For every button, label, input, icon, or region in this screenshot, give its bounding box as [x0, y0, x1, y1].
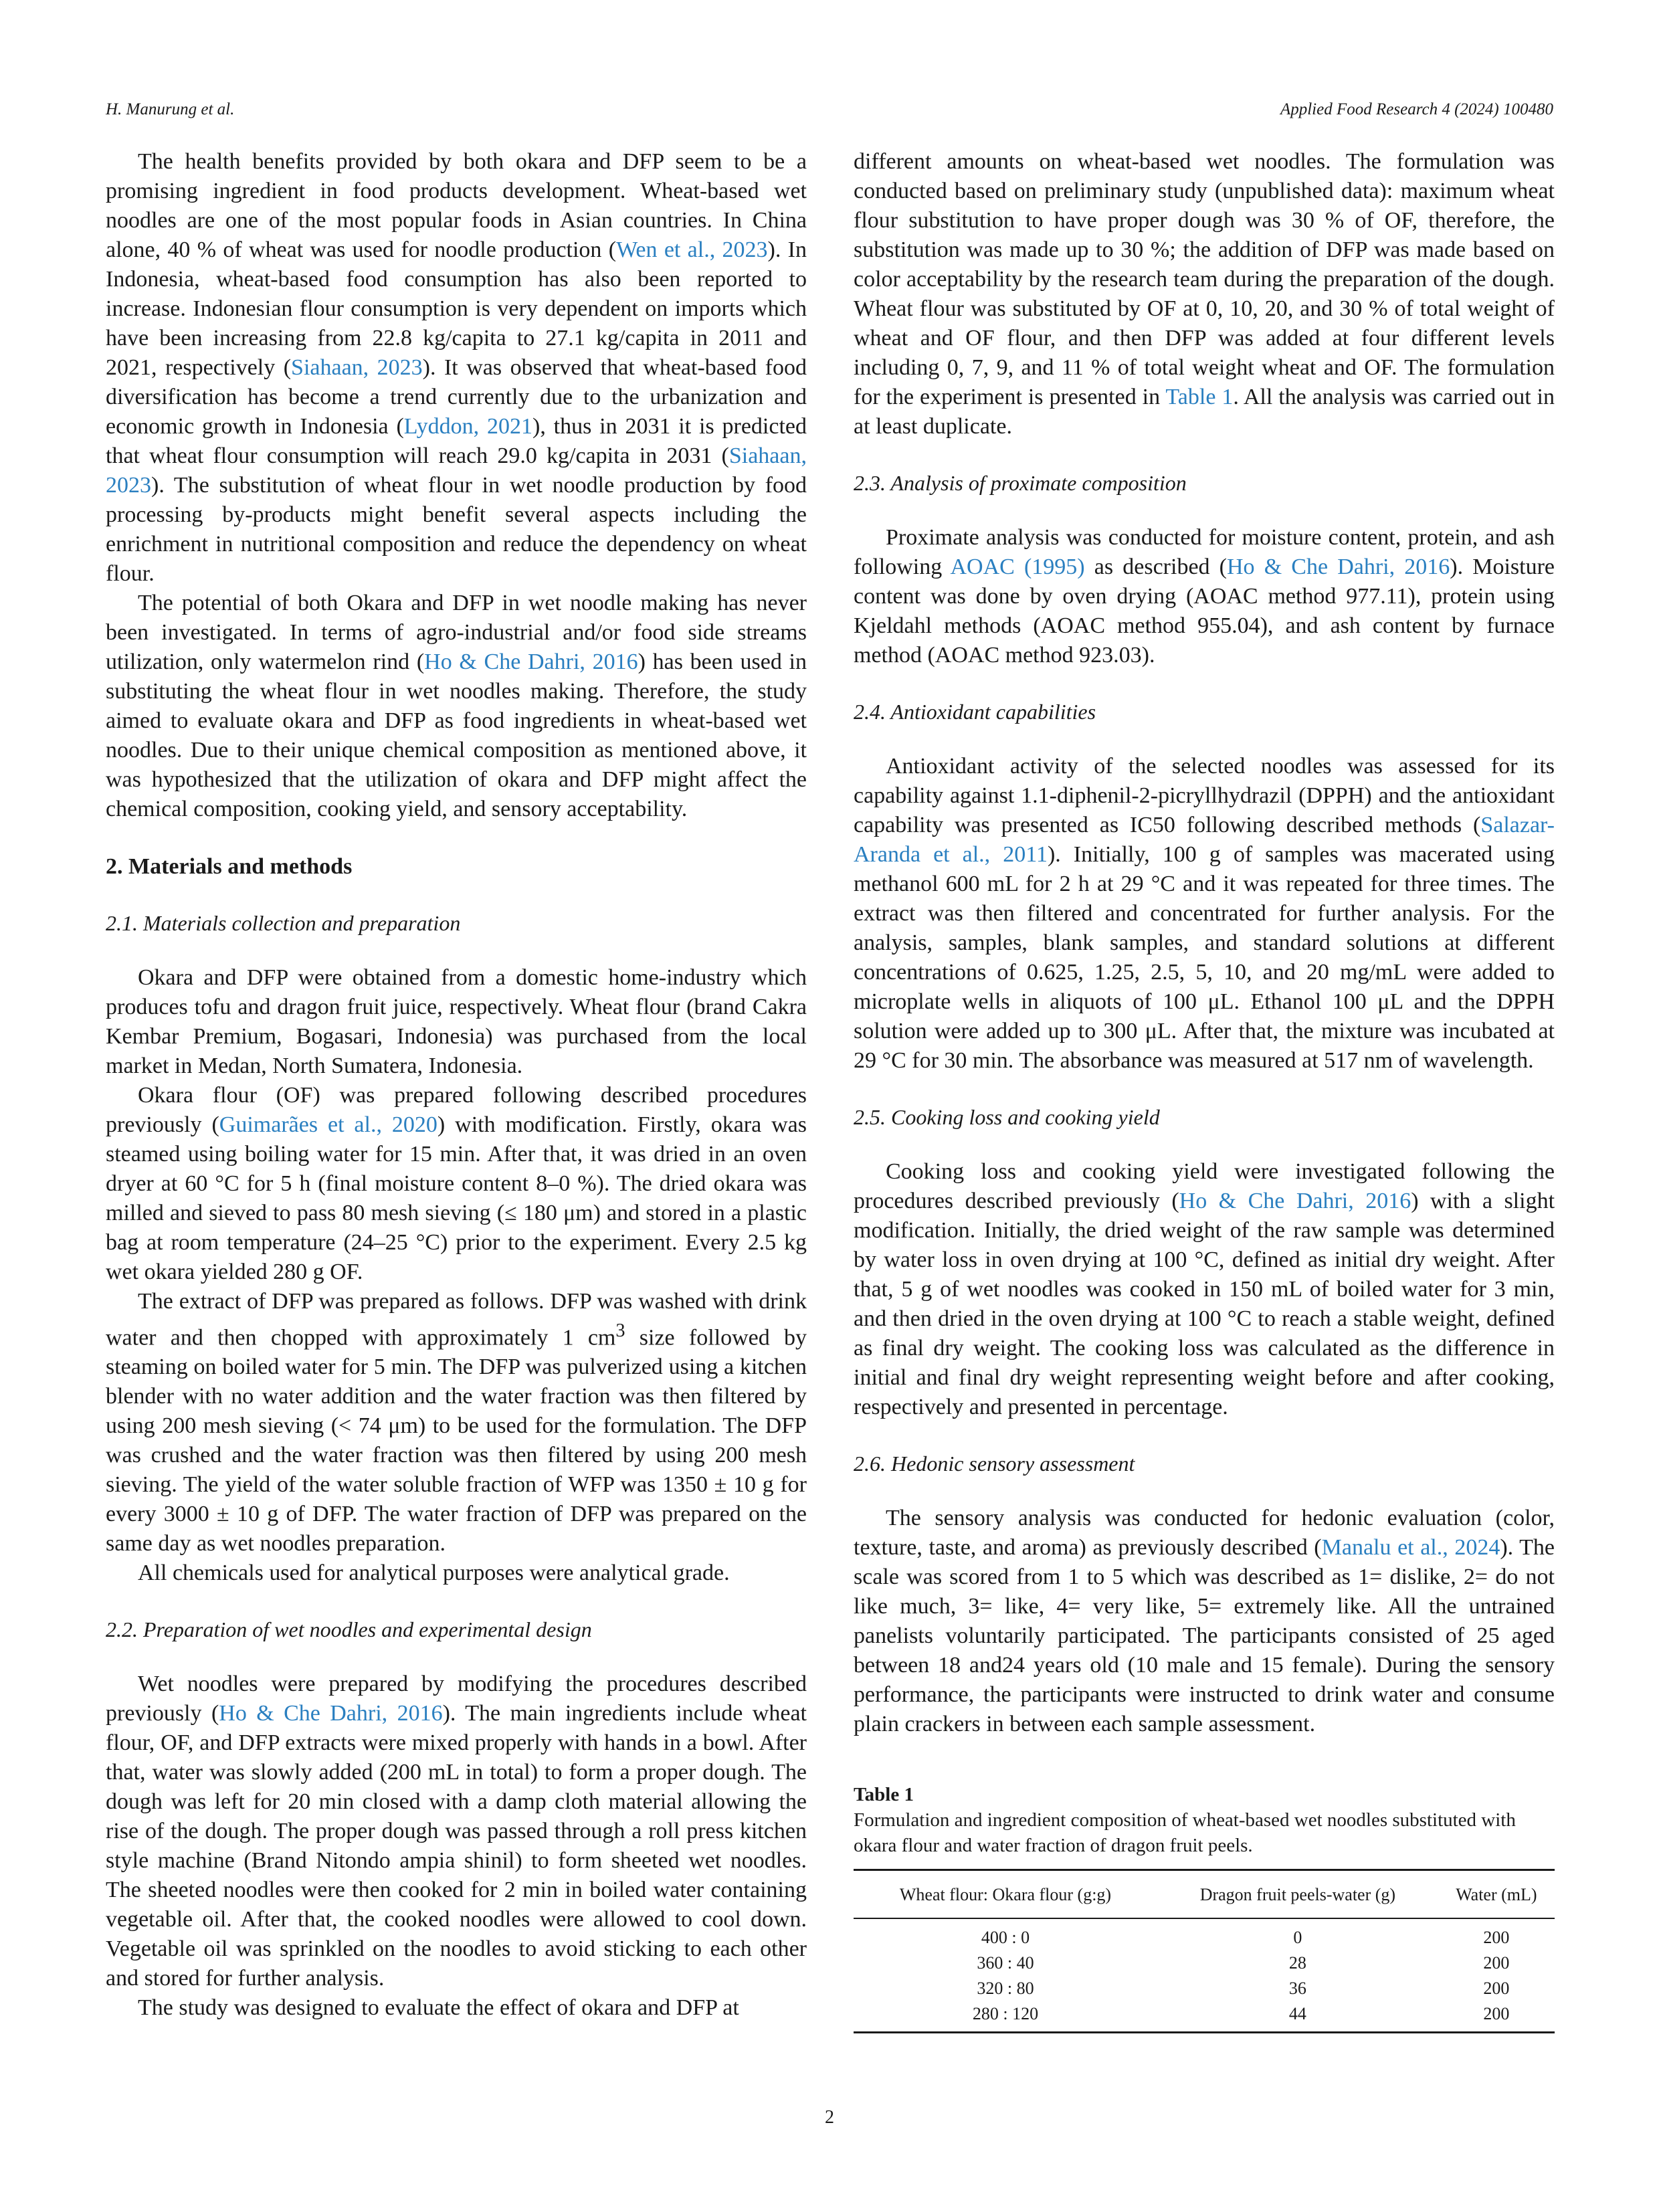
table-link[interactable]: Table 1 [1165, 385, 1234, 409]
citation-link[interactable]: Wen et al., 2023 [616, 237, 768, 262]
paragraph: Okara flour (OF) was prepared following … [106, 1083, 807, 1284]
paragraph: The health benefits provided by both oka… [106, 149, 807, 586]
table-row: 360 : 40 28 200 [854, 1950, 1555, 1976]
citation-link[interactable]: Ho & Che Dahri, 2016 [219, 1701, 443, 1726]
citation-link[interactable]: AOAC (1995) [950, 555, 1085, 579]
table-cell: 400 : 0 [981, 1928, 1030, 1947]
subsection-heading: 2.2. Preparation of wet noodles and expe… [106, 1617, 592, 1642]
table-row: 320 : 80 36 200 [854, 1976, 1555, 2001]
paragraph: Cooking loss and cooking yield were inve… [854, 1159, 1555, 1419]
table-cell: 280 : 120 [972, 2004, 1039, 2023]
subsection-heading: 2.1. Materials collection and preparatio… [106, 911, 461, 935]
citation-link[interactable]: Siahaan, 2023 [291, 355, 423, 380]
table-cell: 36 [1288, 1979, 1306, 1998]
citation-link[interactable]: Lyddon, 2021 [403, 414, 532, 439]
paragraph: Okara and DFP were obtained from a domes… [106, 965, 807, 1078]
paragraph: All chemicals used for analytical purpos… [138, 1561, 730, 1586]
left-column: The health benefits provided by both oka… [106, 147, 807, 2023]
paragraph: Antioxidant activity of the selected noo… [854, 754, 1555, 1073]
table-cell: 28 [1288, 1953, 1306, 1973]
paragraph: The potential of both Okara and DFP in w… [106, 591, 807, 821]
page-number: 2 [825, 2107, 834, 2128]
table-row: 280 : 120 44 200 [854, 2001, 1555, 2033]
subsection-heading: 2.6. Hedonic sensory assessment [854, 1451, 1135, 1476]
table-cell: 200 [1483, 1928, 1510, 1947]
table-block: Table 1 Formulation and ingredient compo… [854, 1782, 1555, 2033]
running-header-authors: H. Manurung et al. [106, 100, 235, 118]
table-cell: 360 : 40 [977, 1953, 1034, 1973]
subsection-heading: 2.3. Analysis of proximate composition [854, 471, 1187, 495]
right-column: different amounts on wheat-based wet noo… [854, 147, 1555, 2033]
column-header: Dragon fruit peels-water (g) [1199, 1885, 1396, 1904]
paragraph: The sensory analysis was conducted for h… [854, 1506, 1555, 1736]
section-heading: 2. Materials and methods [106, 854, 353, 879]
paragraph: The extract of DFP was prepared as follo… [106, 1289, 807, 1556]
citation-link[interactable]: Manalu et al., 2024 [1321, 1535, 1500, 1560]
paragraph: different amounts on wheat-based wet noo… [854, 149, 1555, 439]
citation-link[interactable]: Siahaan, 2023 [106, 443, 807, 498]
paragraph: Proximate analysis was conducted for moi… [854, 525, 1555, 668]
table-cell: 200 [1483, 2004, 1510, 2023]
running-header-journal: Applied Food Research 4 (2024) 100480 [1280, 100, 1553, 118]
table-cell: 320 : 80 [977, 1979, 1034, 1998]
paragraph: Wet noodles were prepared by modifying t… [106, 1672, 807, 1991]
table-row: 400 : 0 0 200 [854, 1918, 1555, 1950]
column-header: Water (mL) [1456, 1885, 1537, 1904]
citation-link[interactable]: Ho & Che Dahri, 2016 [424, 649, 638, 674]
citation-link[interactable]: Salazar-Aranda et al., 2011 [854, 813, 1555, 867]
table-cell: 0 [1293, 1928, 1302, 1947]
citation-link[interactable]: Guimarães et al., 2020 [219, 1112, 437, 1137]
table-cell: 44 [1288, 2004, 1306, 2023]
table-title: Table 1 [854, 1784, 914, 1805]
subsection-heading: 2.5. Cooking loss and cooking yield [854, 1105, 1160, 1129]
subsection-heading: 2.4. Antioxidant capabilities [854, 700, 1096, 724]
citation-link[interactable]: Ho & Che Dahri, 2016 [1227, 555, 1450, 579]
paragraph: The study was designed to evaluate the e… [138, 1995, 739, 2021]
table-caption: Formulation and ingredient composition o… [854, 1809, 1516, 1856]
citation-link[interactable]: Ho & Che Dahri, 2016 [1179, 1189, 1411, 1213]
table-header-row: Wheat flour: Okara flour (g:g) Dragon fr… [854, 1870, 1555, 1918]
table-cell: 200 [1483, 1953, 1510, 1973]
formulation-table: Wheat flour: Okara flour (g:g) Dragon fr… [854, 1869, 1555, 2033]
table-cell: 200 [1483, 1979, 1510, 1998]
column-header: Wheat flour: Okara flour (g:g) [899, 1885, 1112, 1904]
